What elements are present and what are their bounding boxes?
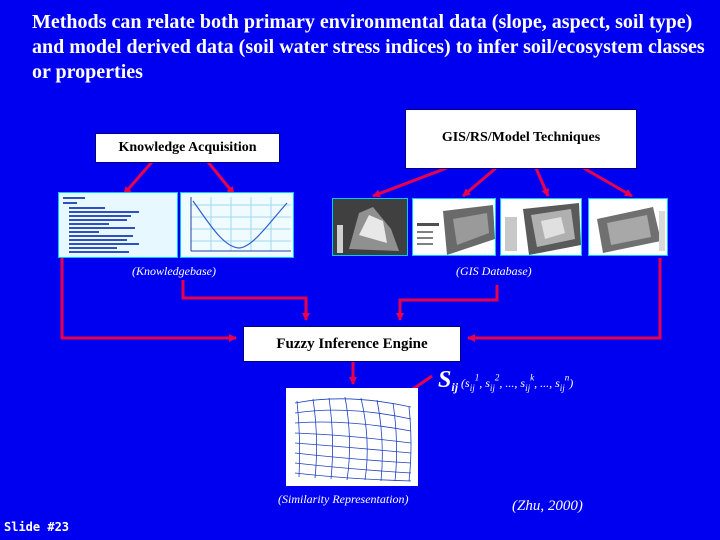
terrain-map-icon [597, 207, 665, 253]
similarity-s: S [438, 367, 452, 393]
terrain-map-thumbnail-3 [500, 198, 582, 256]
vector-sub-2: ij [489, 383, 495, 394]
membership-curve-icon [190, 197, 291, 252]
terrain-map-thumbnail-2 [412, 198, 496, 256]
terrain-map-icon [417, 205, 495, 255]
vector-sup-k: k [530, 372, 535, 383]
vector-sep-2: , ..., s [499, 376, 526, 390]
rule-list-icon [63, 197, 139, 253]
slide-title: Methods can relate both primary environm… [32, 11, 705, 83]
citation: (Zhu, 2000) [512, 498, 583, 514]
terrain-map-icon [505, 203, 581, 255]
similarity-surface-icon [294, 396, 412, 482]
vector-sub-k: ij [525, 383, 531, 394]
vector-sup-n: n [564, 372, 570, 383]
vector-close: ) [569, 376, 574, 390]
rule-list-thumbnail [58, 192, 178, 258]
terrain-map-thumbnail-4 [588, 198, 668, 256]
terrain-map-thumbnail-1 [332, 198, 408, 256]
similarity-representation-label: (Similarity Representation) [278, 492, 409, 506]
vector-sub-n: ij [559, 383, 565, 394]
similarity-vector: Sij (sij1, sij2, ..., sijk, ..., sijn) [438, 367, 573, 395]
similarity-surface-thumbnail [286, 388, 418, 486]
vector-open: (s [458, 376, 470, 390]
knowledge-acquisition-box: Knowledge Acquisition [95, 133, 280, 163]
gis-rs-model-box: GIS/RS/Model Techniques [405, 109, 637, 169]
vector-sep-1: , s [479, 376, 490, 390]
vector-sup-1: 1 [474, 372, 480, 383]
vector-sep-3: , ..., s [534, 376, 560, 390]
vector-sub-1: ij [469, 383, 475, 394]
knowledgebase-label: (Knowledgebase) [132, 264, 216, 278]
slide-number: Slide #23 [4, 520, 70, 534]
vector-sup-2: 2 [494, 372, 500, 383]
fuzzy-inference-engine-box: Fuzzy Inference Engine [243, 326, 461, 362]
terrain-map-icon [337, 207, 399, 253]
similarity-s-subscript: ij [451, 380, 459, 395]
gis-database-label: (GIS Database) [456, 264, 532, 278]
membership-curve-thumbnail [180, 192, 294, 258]
